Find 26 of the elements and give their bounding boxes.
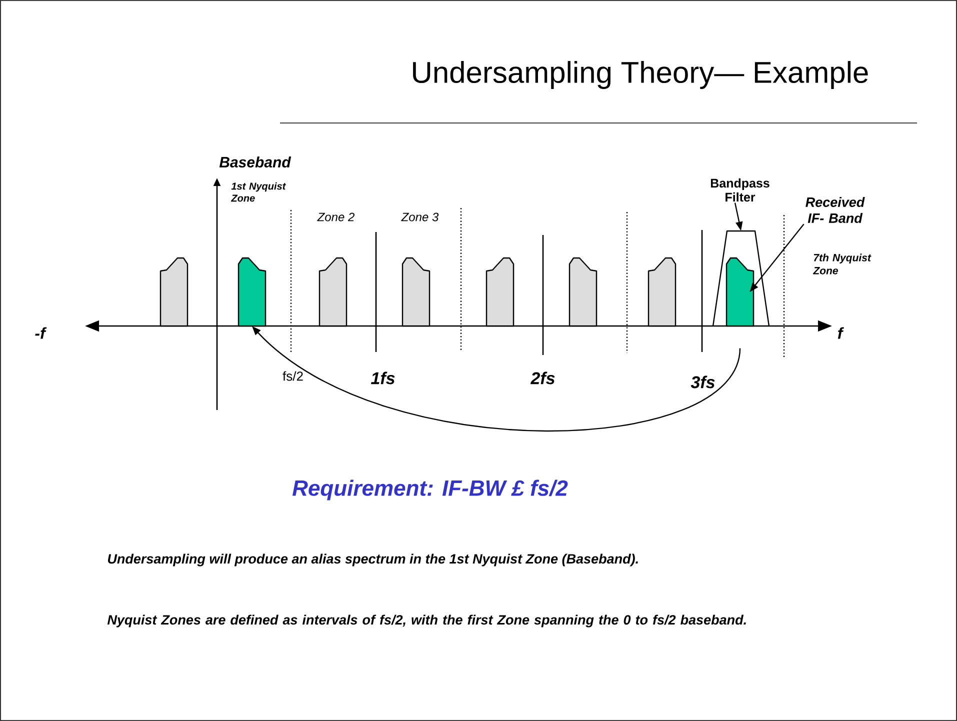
tick-label: 3fs bbox=[690, 376, 715, 388]
tick-label: 1fs bbox=[371, 372, 395, 384]
axis-label: Baseband bbox=[219, 156, 292, 168]
spectrum-band bbox=[238, 257, 266, 327]
spectrum-band bbox=[568, 257, 598, 327]
note-text: Undersampling will produce an alias spectrum in the 1st Nyquist Zone (Baseband). bbox=[108, 554, 638, 566]
spectrum-band bbox=[318, 257, 348, 327]
requirement-text: Requirement: IF-BW £ fs/2 bbox=[292, 480, 568, 500]
tick-label: 2fs bbox=[530, 372, 555, 384]
spectrum-band bbox=[486, 257, 514, 327]
spectrum-band bbox=[160, 257, 188, 327]
callout-text: Bandpass Filter bbox=[710, 178, 770, 202]
bandpass-filter-shape bbox=[712, 230, 770, 326]
spectrum-band bbox=[648, 257, 676, 327]
note-text: Nyquist Zones are defined as intervals of fs/2, with the first Zone spanning the 0 to fs/2 baseband. bbox=[107, 614, 746, 628]
zone-label: Zone 2 bbox=[317, 212, 354, 222]
callout-text: Received IF- Band bbox=[806, 197, 865, 223]
tick-label: fs/2 bbox=[282, 371, 303, 381]
zone-label: 7th Nyquist Zone bbox=[812, 254, 872, 274]
axis-label: -f bbox=[35, 327, 47, 339]
spectrum-band bbox=[402, 257, 430, 327]
zone-label: Zone 3 bbox=[401, 212, 439, 222]
axis-label: f bbox=[838, 327, 844, 339]
title: Undersampling Theory— Example bbox=[413, 61, 868, 89]
spectrum-band bbox=[726, 257, 754, 327]
zone-label: 1st Nyquist Zone bbox=[230, 182, 286, 202]
